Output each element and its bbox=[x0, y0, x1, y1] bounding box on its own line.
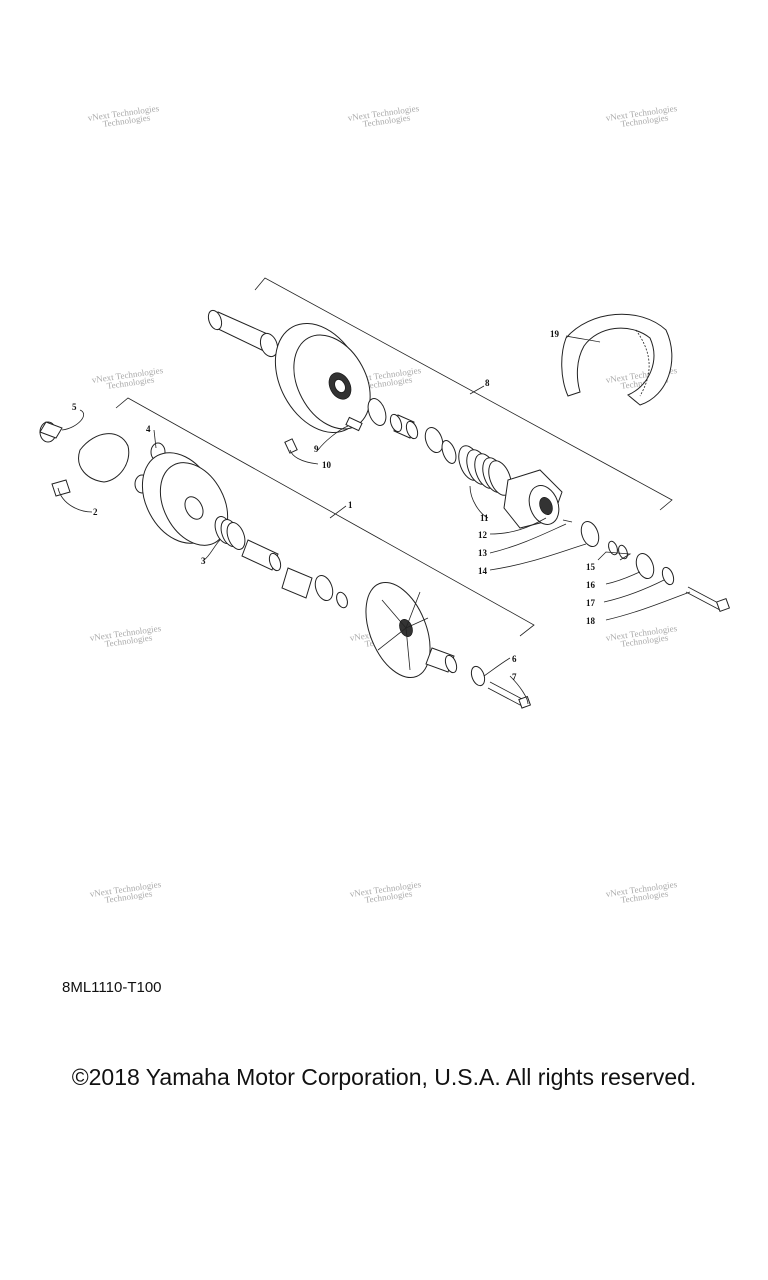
callout-16: 16 bbox=[586, 580, 596, 590]
callout-11: 11 bbox=[480, 513, 489, 523]
callout-1: 1 bbox=[348, 500, 353, 510]
primary-clutch-assembly bbox=[39, 421, 532, 709]
callout-6: 6 bbox=[512, 654, 517, 664]
callout-10: 10 bbox=[322, 460, 332, 470]
assembly-bracket-8 bbox=[254, 277, 673, 511]
callout-7: 7 bbox=[512, 672, 517, 682]
callout-2: 2 bbox=[93, 507, 98, 517]
callout-9: 9 bbox=[314, 444, 319, 454]
callout-4: 4 bbox=[146, 424, 151, 434]
callout-15: 15 bbox=[586, 562, 596, 572]
copyright-notice: ©2018 Yamaha Motor Corporation, U.S.A. A… bbox=[71, 1064, 697, 1090]
callout-19: 19 bbox=[550, 329, 560, 339]
callout-12: 12 bbox=[478, 530, 488, 540]
callout-13: 13 bbox=[478, 548, 488, 558]
callout-18: 18 bbox=[586, 616, 596, 626]
callout-17: 17 bbox=[586, 598, 596, 608]
leader-lines bbox=[57, 335, 691, 705]
assembly-bracket-1 bbox=[115, 397, 535, 637]
callout-3: 3 bbox=[201, 556, 206, 566]
callout-8: 8 bbox=[485, 378, 490, 388]
secondary-clutch-assembly bbox=[207, 309, 731, 613]
drive-belt-19 bbox=[561, 313, 673, 406]
callout-14: 14 bbox=[478, 566, 488, 576]
spring-11 bbox=[458, 445, 512, 496]
callout-5: 5 bbox=[72, 402, 77, 412]
diagram-reference-code: 8ML1110-T100 bbox=[62, 979, 162, 996]
